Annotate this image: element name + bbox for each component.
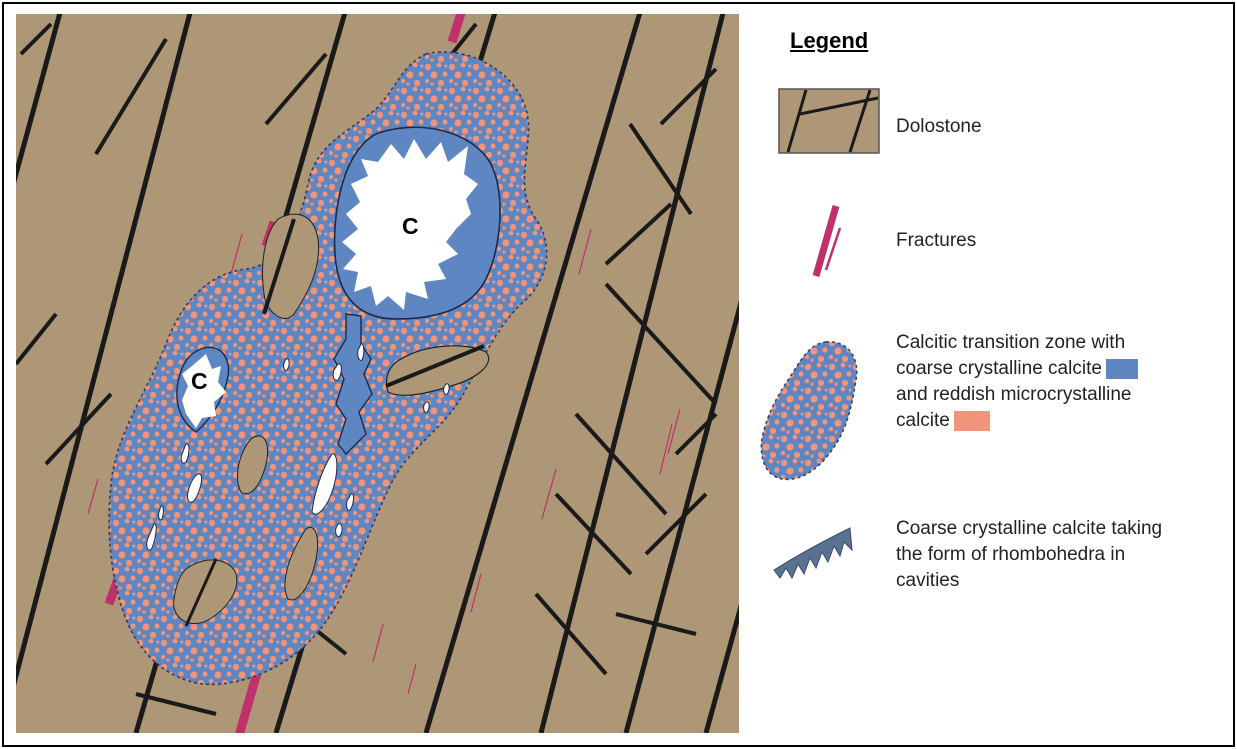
legend-label-dolostone: Dolostone: [896, 114, 982, 140]
transition-line-2: coarse crystalline calcite: [896, 358, 1102, 379]
micro-calcite-chip: [954, 411, 990, 431]
cavity-label-large: C: [402, 213, 419, 239]
legend-title: Legend: [790, 28, 868, 54]
rhombohedra-icon: [770, 520, 856, 582]
legend-label-fractures: Fractures: [896, 228, 976, 254]
fractures-icon: [812, 198, 856, 282]
rhombohedra-line-3: cavities: [896, 568, 1162, 594]
transition-line-2-row: coarse crystalline calcite: [896, 356, 1138, 382]
legend-label-rhombohedra: Coarse crystalline calcite taking the fo…: [896, 516, 1162, 594]
coarse-calcite-chip: [1106, 359, 1138, 379]
dolostone-swatch-icon: [778, 88, 880, 154]
transition-line-3: and reddish microcrystalline: [896, 382, 1138, 408]
legend-label-transition: Calcitic transition zone with coarse cry…: [896, 330, 1138, 434]
rhombohedra-line-2: the form of rhombohedra in: [896, 542, 1162, 568]
rhombohedra-line-1: Coarse crystalline calcite taking: [896, 516, 1162, 542]
cavity-label-small: C: [191, 368, 208, 394]
transition-line-4-row: calcite: [896, 408, 1138, 434]
transition-line-1: Calcitic transition zone with: [896, 330, 1138, 356]
geologic-map: C C: [16, 14, 739, 733]
transition-line-4: calcite: [896, 410, 950, 431]
transition-zone-icon: [756, 338, 868, 486]
